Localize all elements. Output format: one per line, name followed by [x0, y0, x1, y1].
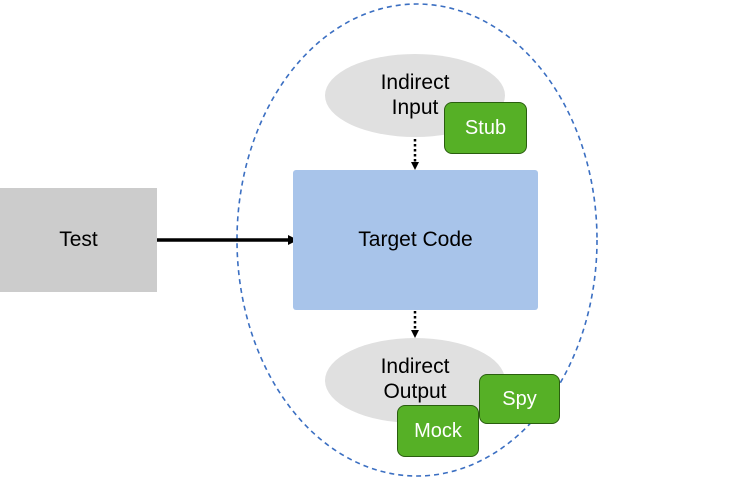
spy-label: Spy — [502, 387, 537, 410]
indirect-output-label: Indirect Output — [381, 354, 450, 404]
target-code-box: Target Code — [293, 170, 538, 310]
test-label: Test — [59, 228, 98, 251]
target-code-label: Target Code — [358, 228, 473, 251]
indirect-output-line1: Indirect — [380, 354, 450, 378]
mock-label: Mock — [414, 419, 462, 442]
spy-badge: Spy — [479, 374, 560, 424]
test-box: Test — [0, 188, 157, 292]
indirect-input-line2: Input — [391, 95, 439, 119]
stub-label: Stub — [464, 116, 507, 139]
system-boundary-ellipse — [236, 3, 598, 477]
indirect-input-label: Indirect Input — [381, 70, 450, 120]
indirect-output-line2: Output — [383, 379, 447, 403]
stub-badge: Stub — [444, 102, 527, 154]
mock-badge: Mock — [397, 405, 479, 457]
indirect-input-line1: Indirect — [380, 70, 450, 94]
